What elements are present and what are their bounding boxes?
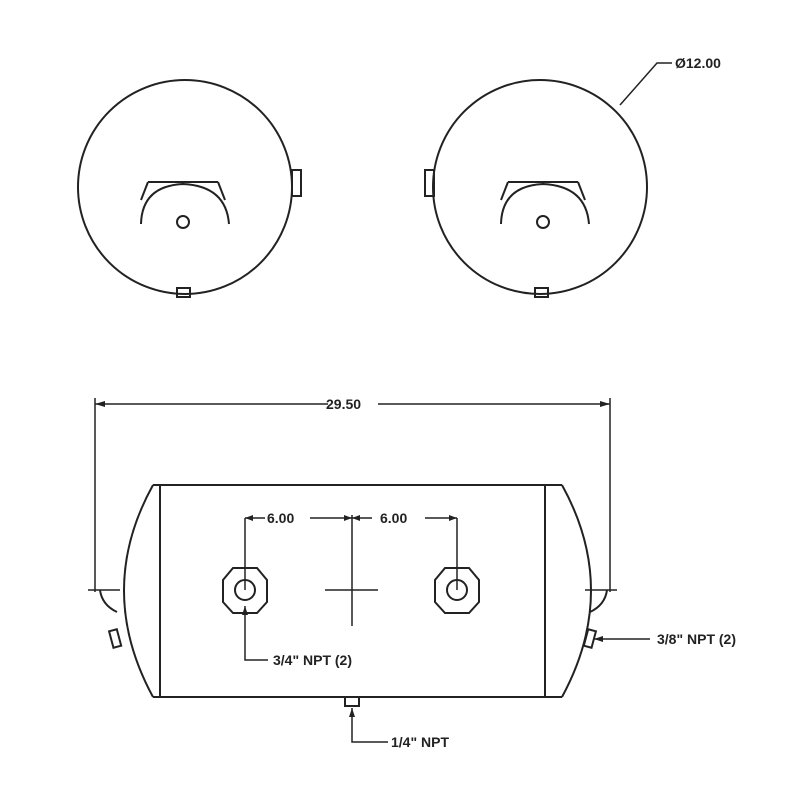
bottom-port-callout: 1/4" NPT xyxy=(391,734,449,750)
overall-length-dimension xyxy=(88,398,617,592)
side-ports-callout: 3/8" NPT (2) xyxy=(657,631,736,647)
bottom-port-leader xyxy=(351,708,388,743)
port-spacing-left-label: 6.00 xyxy=(267,510,294,526)
port-spacing-right-label: 6.00 xyxy=(380,510,407,526)
diameter-leader xyxy=(619,62,672,106)
port-spacing-dimension xyxy=(244,515,458,590)
right-end-view xyxy=(424,79,648,298)
overall-length-label: 29.50 xyxy=(326,396,361,412)
tank-side-view xyxy=(99,484,608,707)
top-ports-leader xyxy=(244,606,268,661)
left-end-view xyxy=(77,79,302,298)
diameter-label: Ø12.00 xyxy=(675,55,721,71)
top-ports-callout: 3/4" NPT (2) xyxy=(273,652,352,668)
